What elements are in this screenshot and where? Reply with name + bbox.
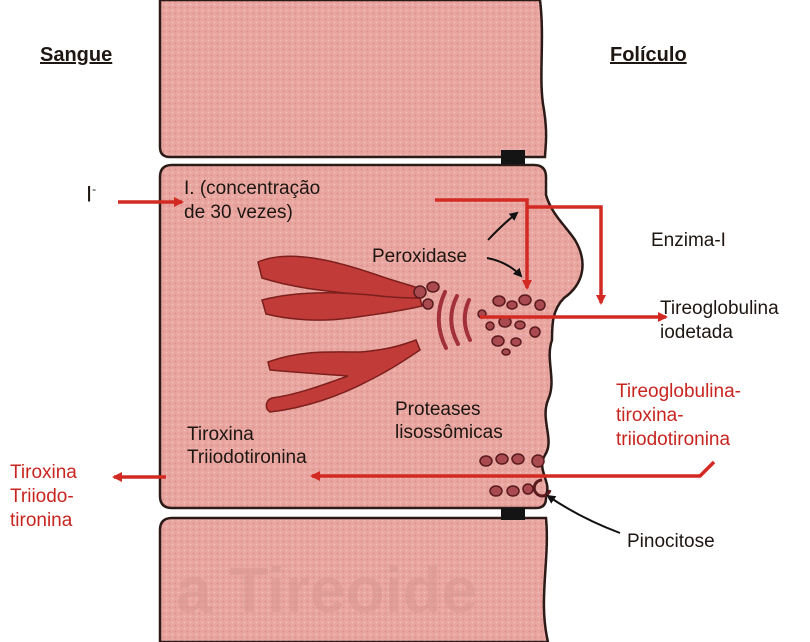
follicle-header: Folículo: [610, 44, 687, 67]
watermark-text: a Tireoide: [176, 554, 477, 626]
hormones-out-line-1: Tiroxina: [10, 461, 77, 484]
thyroglobulin-line-2: iodetada: [660, 321, 733, 344]
pinocytosis-pointer: [548, 496, 620, 533]
complex-line-1: Tireoglobulina-: [616, 380, 741, 403]
hormones-out-line-3: tironina: [10, 509, 72, 532]
hormones-out-line-2: Triiodo-: [10, 485, 74, 508]
complex-line-3: triiodotironina: [616, 428, 730, 451]
concentration-line-1: I. (concentração: [184, 177, 320, 200]
hormones-in-line-2: Triiodotironina: [187, 446, 307, 469]
peroxidase-label: Peroxidase: [372, 245, 467, 268]
blood-header: Sangue: [40, 44, 112, 67]
enzyme-label: Enzima-I: [651, 229, 726, 252]
iodide-label: I-: [86, 178, 96, 205]
tight-junction-top: [501, 150, 525, 164]
pinocytosis-label: Pinocitose: [627, 530, 715, 553]
concentration-line-2: de 30 vezes): [184, 201, 293, 224]
proteases-line-1: Proteases: [395, 398, 481, 421]
proteases-line-2: lisossômicas: [395, 421, 503, 444]
tight-junction-bottom: [501, 508, 525, 520]
iodide-charge: -: [92, 182, 96, 196]
upper-cell: [160, 0, 546, 157]
thyroglobulin-line-1: Tireoglobulina: [660, 297, 779, 320]
complex-line-2: tiroxina-: [616, 404, 684, 427]
hormones-in-line-1: Tiroxina: [187, 423, 254, 446]
